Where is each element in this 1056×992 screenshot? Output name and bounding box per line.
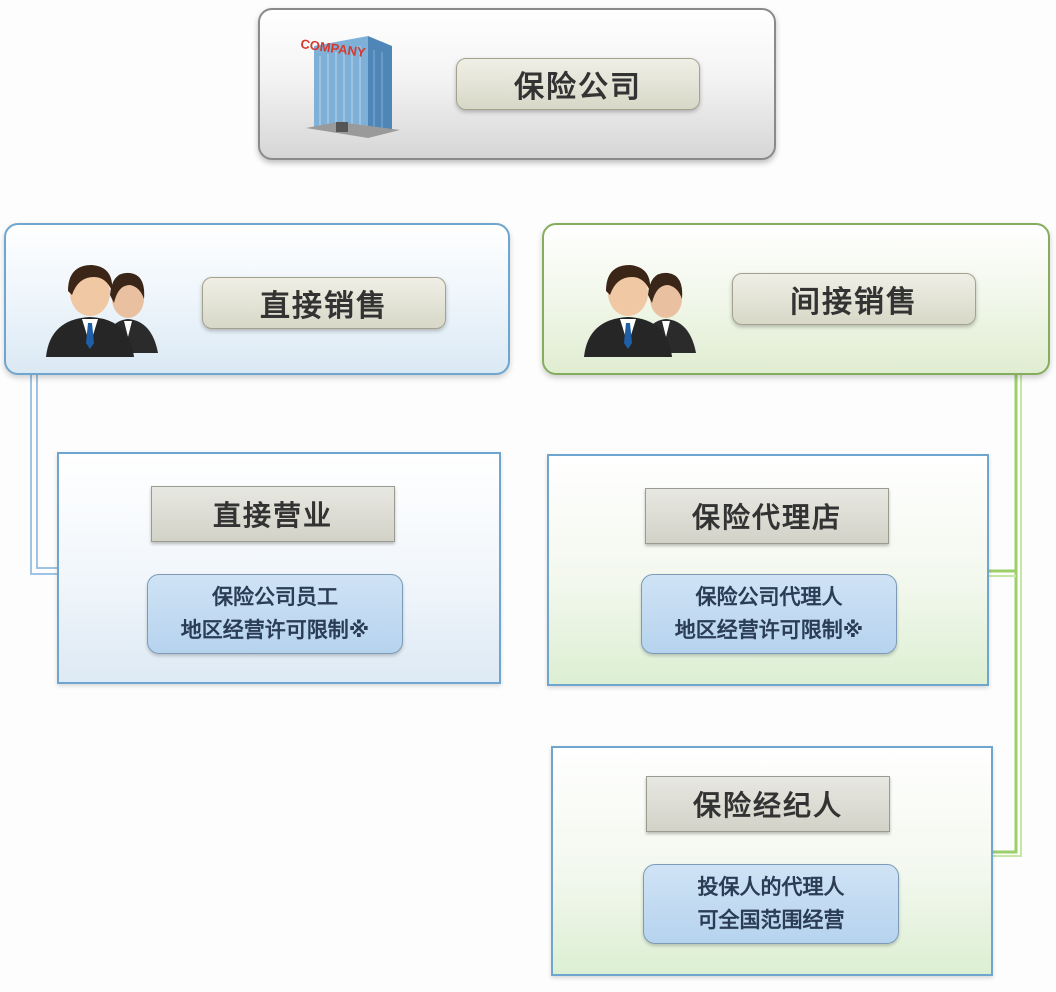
broker-description: 投保人的代理人 可全国范围经营 (643, 864, 899, 944)
agency-title: 保险代理店 (645, 488, 889, 544)
agency-description: 保险公司代理人 地区经营许可限制※ (641, 574, 897, 654)
broker-card: 保险经纪人 投保人的代理人 可全国范围经营 (551, 746, 993, 976)
broker-line2: 可全国范围经营 (697, 908, 845, 932)
broker-line1: 投保人的代理人 (697, 875, 845, 899)
indirect-connector (989, 374, 1022, 857)
agency-line2: 地区经营许可限制※ (674, 618, 864, 642)
business-people-icon (584, 265, 696, 357)
business-people-icon (46, 265, 158, 357)
direct-sales-label: 直接销售 (202, 277, 446, 329)
direct-business-card: 直接营业 保险公司员工 地区经营许可限制※ (57, 452, 501, 684)
direct-business-title: 直接营业 (151, 486, 395, 542)
agency-line1: 保险公司代理人 (695, 585, 843, 609)
direct-connector (30, 374, 58, 575)
direct-business-line1: 保险公司员工 (212, 585, 338, 609)
company-box: COMPANY 保险公司 (258, 8, 776, 160)
indirect-sales-label: 间接销售 (732, 273, 976, 325)
direct-business-description: 保险公司员工 地区经营许可限制※ (147, 574, 403, 654)
broker-title: 保险经纪人 (646, 776, 890, 832)
office-building-icon: COMPANY (300, 36, 400, 138)
indirect-sales-box: 间接销售 (542, 223, 1050, 375)
agency-card: 保险代理店 保险公司代理人 地区经营许可限制※ (547, 454, 989, 686)
direct-sales-box: 直接销售 (4, 223, 510, 375)
company-label: 保险公司 (456, 58, 700, 110)
direct-business-line2: 地区经营许可限制※ (180, 618, 370, 642)
